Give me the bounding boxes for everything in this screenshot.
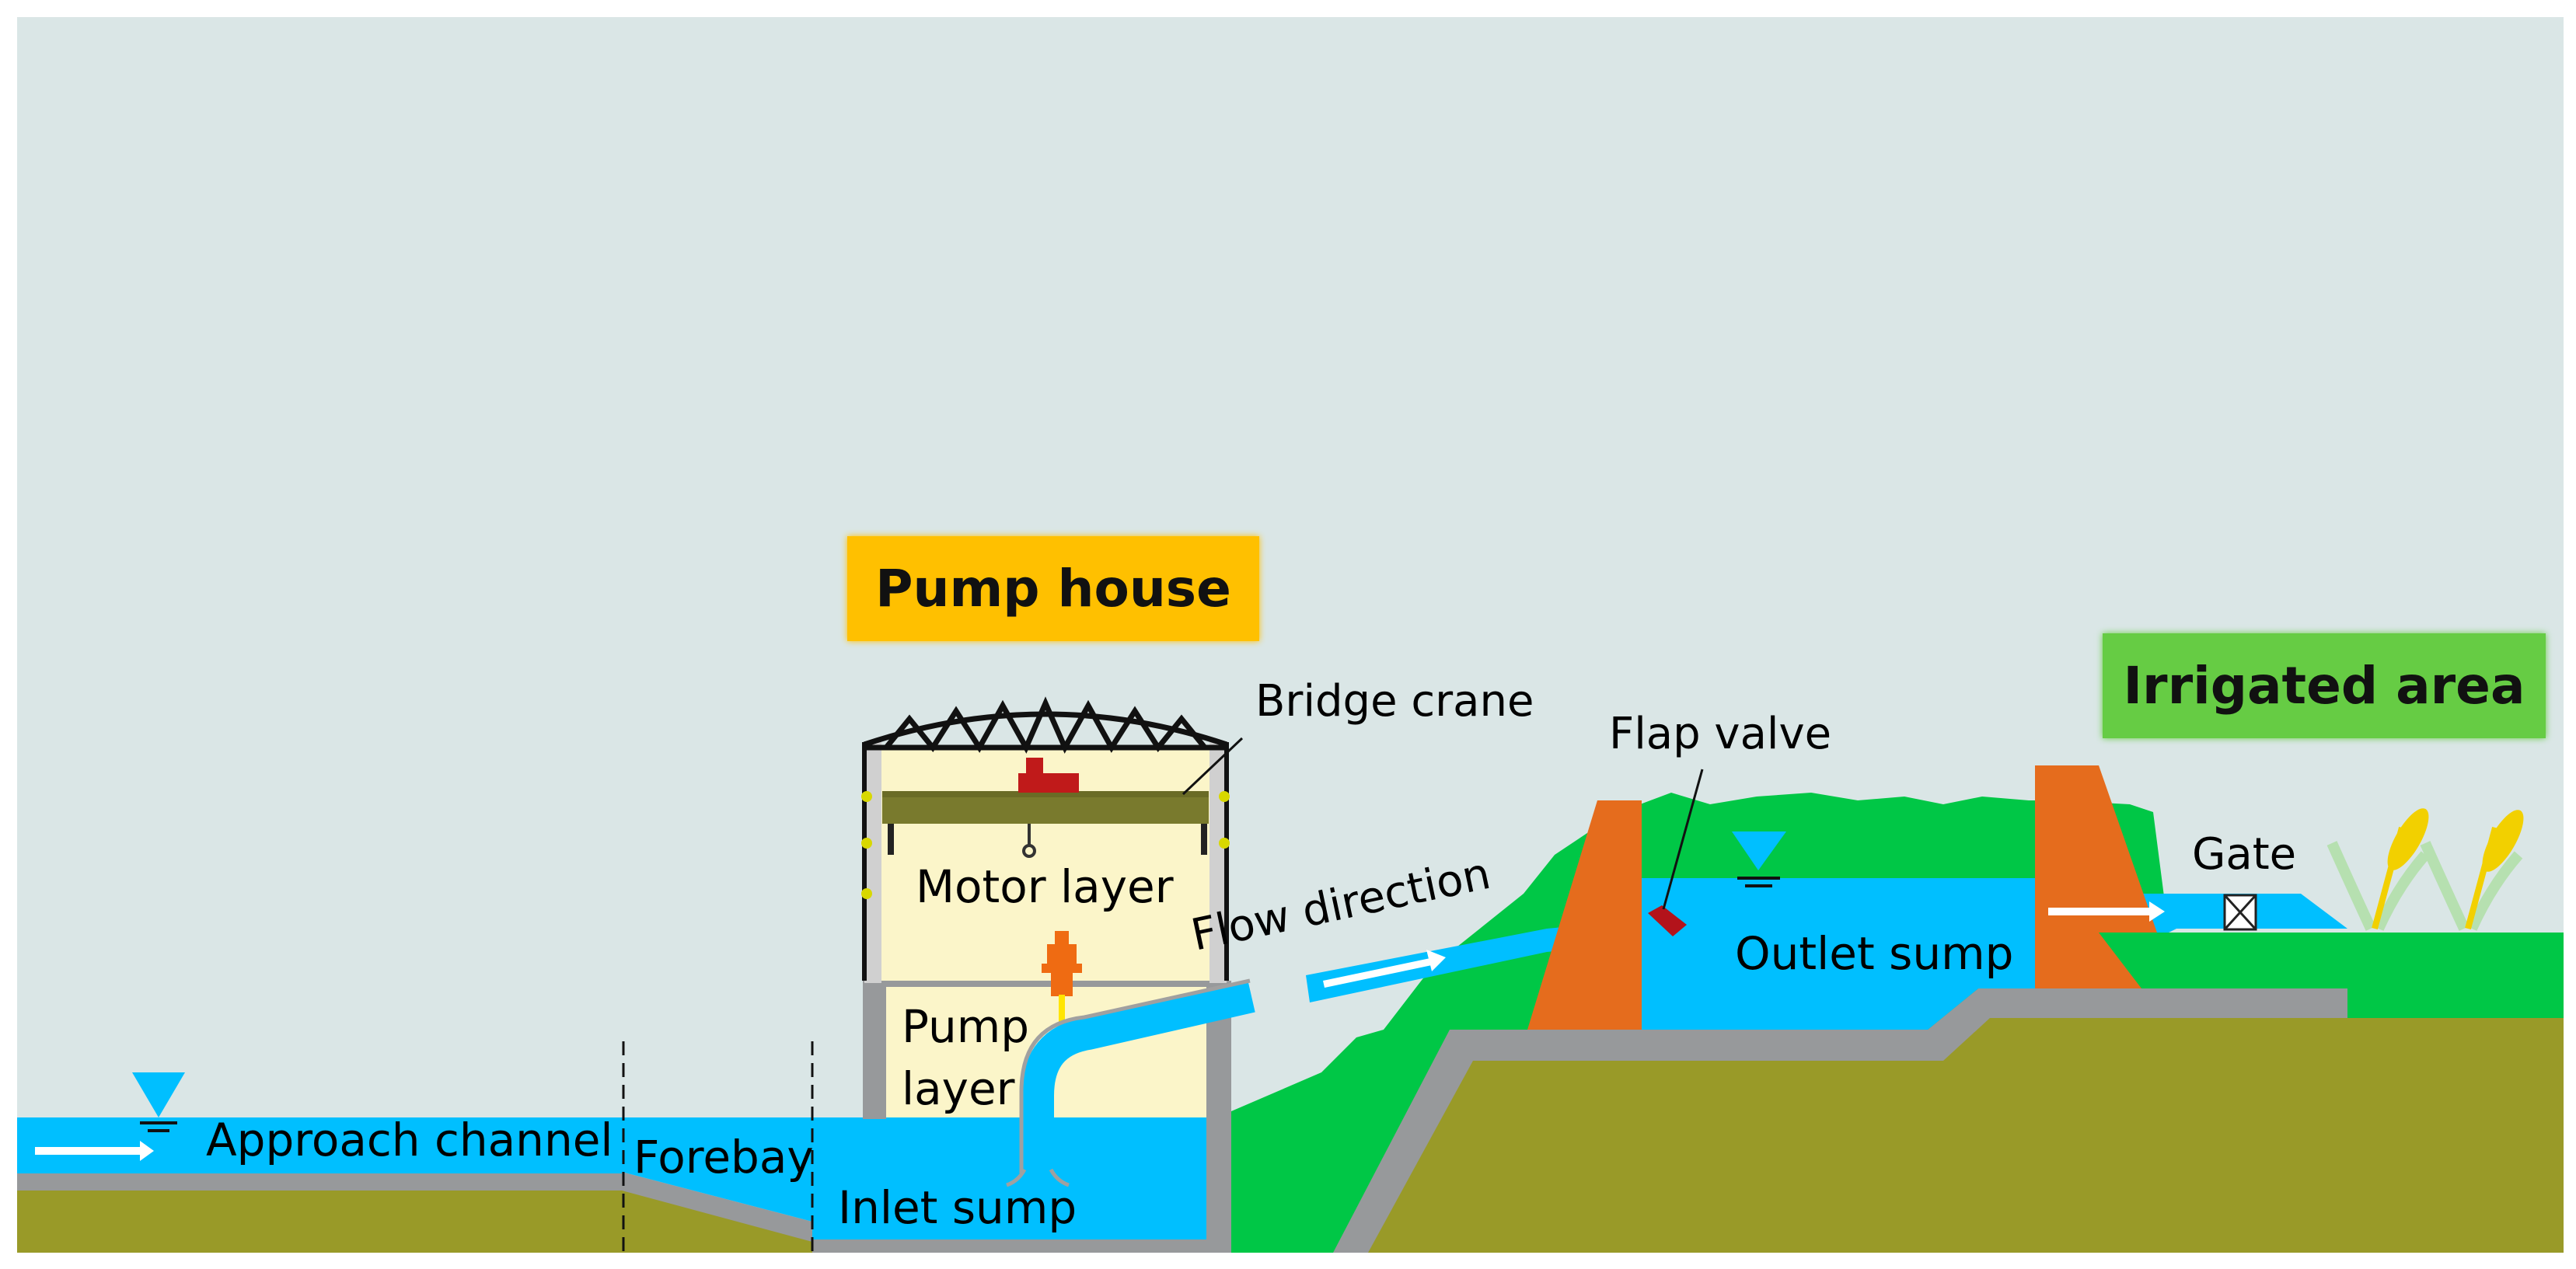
water-level-icon bbox=[132, 1072, 185, 1132]
irrigated-area-tag: Irrigated area bbox=[2103, 633, 2546, 738]
pump-house-left-wall bbox=[863, 983, 886, 1119]
outlet-flow-arrow bbox=[2048, 901, 2165, 922]
approach-channel-water bbox=[17, 1117, 623, 1173]
bridge-crane-icon bbox=[861, 758, 1230, 899]
outlet-water-level-icon bbox=[1732, 831, 1786, 887]
pump-house-right-wall bbox=[1206, 983, 1231, 1253]
flap-valve-icon bbox=[1648, 905, 1687, 936]
forebay-label: Forebay bbox=[634, 1131, 814, 1184]
approach-channel-label: Approach channel bbox=[206, 1114, 613, 1166]
outlet-sump-water bbox=[1640, 878, 2037, 1030]
inlet-sump-label: Inlet sump bbox=[838, 1181, 1077, 1234]
rice-plant-icon bbox=[2326, 808, 2524, 931]
motor-floor bbox=[863, 981, 1231, 987]
embankment-flow-arrow bbox=[1323, 950, 1446, 988]
bridge-crane-leader bbox=[1182, 737, 1244, 796]
bridge-crane-label: Bridge crane bbox=[1255, 676, 1534, 727]
pump-layer-label-line1: Pump bbox=[902, 1000, 1030, 1053]
pump-layer-label-line2: layer bbox=[902, 1062, 1015, 1115]
dam-base-grass bbox=[2099, 933, 2176, 988]
forebay-bed bbox=[622, 1172, 812, 1242]
pipe-upper-edge bbox=[1019, 978, 1251, 1173]
mid-soil bbox=[1337, 1018, 2564, 1253]
inlet-sump-floor bbox=[812, 1239, 1232, 1253]
approach-channel-bed bbox=[17, 1172, 623, 1191]
flap-valve-label: Flap valve bbox=[1609, 709, 1832, 759]
left-dam bbox=[1527, 800, 1642, 1030]
forebay-water bbox=[622, 1117, 812, 1222]
discharge-pipe bbox=[1021, 980, 1255, 1173]
roof-truss-icon bbox=[863, 696, 1228, 754]
pump-house-tag: Pump house bbox=[847, 536, 1259, 641]
gate-icon bbox=[2223, 894, 2257, 931]
left-ground bbox=[17, 1189, 639, 1253]
inlet-sump-water bbox=[812, 1117, 1216, 1239]
gate-label: Gate bbox=[2192, 829, 2297, 880]
motor-layer-label: Motor layer bbox=[916, 860, 1174, 913]
pump-house-right-column bbox=[1209, 742, 1227, 983]
pump-house-tag-label: Pump house bbox=[875, 559, 1231, 619]
outlet-lining bbox=[1333, 988, 2347, 1253]
suction-bell bbox=[1006, 1168, 1070, 1187]
pump-house-left-column bbox=[864, 742, 881, 983]
irrigated-area-tag-label: Irrigated area bbox=[2123, 656, 2525, 716]
flow-arrow-icon bbox=[35, 1141, 154, 1161]
forebay-soil bbox=[622, 1191, 812, 1253]
outlet-sump-label: Outlet sump bbox=[1735, 927, 2014, 980]
flap-valve-leader bbox=[1662, 769, 1704, 910]
